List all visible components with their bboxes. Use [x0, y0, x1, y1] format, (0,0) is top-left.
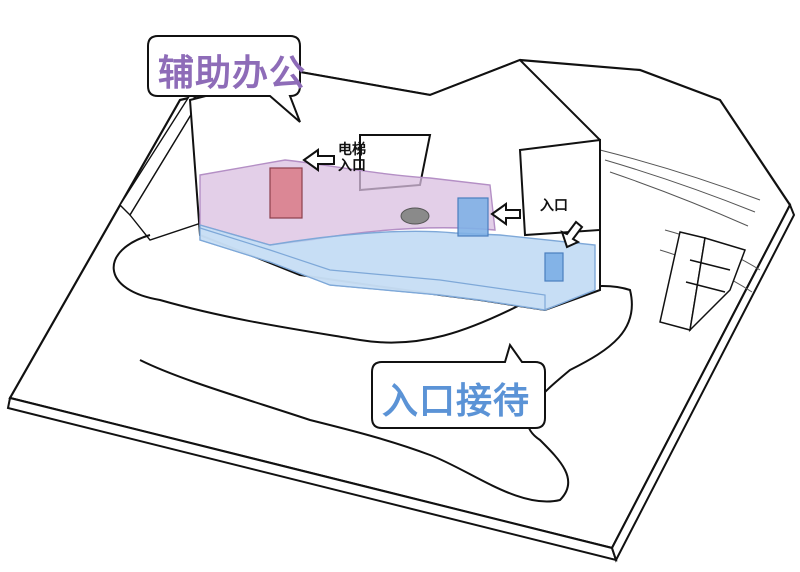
building-right-block: [520, 140, 600, 235]
reception-callout-label: 入口接待: [382, 372, 530, 424]
entrance-box-right: [545, 253, 563, 281]
entrance-box-left: [458, 198, 488, 236]
entrance-label: 入口: [540, 198, 568, 214]
atrium-opening: [401, 208, 429, 224]
elevator-label-line2: 入口: [338, 158, 366, 174]
office-callout-label: 辅助办公: [158, 44, 306, 96]
elevator-entrance-label: 电梯 入口: [338, 142, 366, 174]
elevator-label-line1: 电梯: [338, 142, 366, 158]
elevator-core: [270, 168, 302, 218]
